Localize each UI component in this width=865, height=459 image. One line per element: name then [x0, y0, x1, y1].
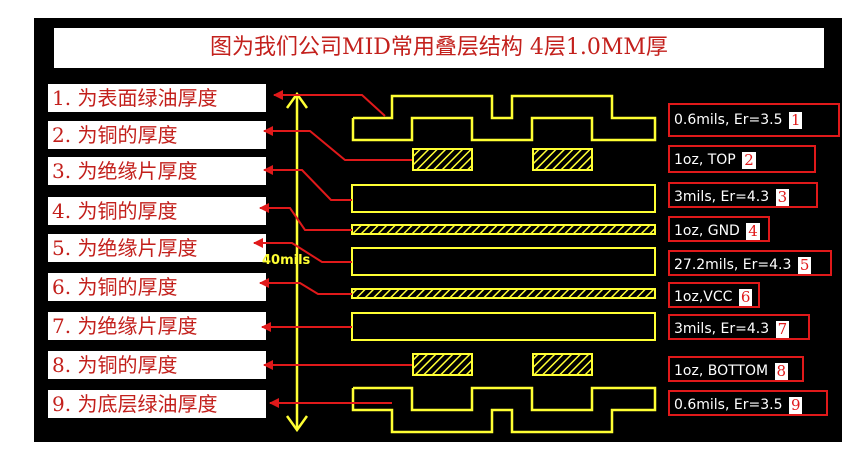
- right-label-9-text: 0.6mils, Er=3.5: [674, 397, 783, 413]
- right-label-2-num: 2: [742, 150, 756, 169]
- left-label-4: 4. 为铜的厚度: [48, 197, 266, 225]
- bottom-soldermask-layer: [351, 386, 657, 434]
- leader-arrow-3: [263, 165, 352, 201]
- leader-arrow-4: [259, 203, 352, 231]
- leader-arrows: [253, 90, 412, 408]
- right-label-1-num: 1: [788, 110, 803, 129]
- left-label-2: 2. 为铜的厚度: [48, 121, 266, 149]
- dielectric-layer-3: [351, 312, 656, 341]
- leader-arrow-6: [259, 278, 352, 295]
- right-label-5-text: 27.2mils, Er=4.3: [674, 257, 792, 273]
- thickness-arrow: [285, 91, 309, 433]
- left-label-1: 1. 为表面绿油厚度: [48, 84, 266, 112]
- title-box: [54, 28, 824, 68]
- right-label-6: 1oz,VCC 6: [668, 282, 760, 308]
- right-label-3-num: 3: [775, 187, 790, 206]
- dielectric-layer-2: [351, 247, 656, 276]
- right-label-6-num: 6: [738, 287, 753, 306]
- left-label-5: 5. 为绝缘片厚度: [48, 234, 266, 262]
- dielectric-layer-1: [351, 184, 656, 213]
- vcc-copper-layer: [351, 288, 656, 299]
- bottom-copper-pad-1: [412, 353, 473, 376]
- top-copper-pad-1: [412, 148, 473, 171]
- right-label-3-text: 3mils, Er=4.3: [674, 189, 770, 205]
- left-label-8: 8. 为铜的厚度: [48, 351, 266, 379]
- right-label-4-num: 4: [746, 221, 760, 240]
- right-label-2: 1oz, TOP 2: [668, 145, 816, 173]
- right-label-8: 1oz, BOTTOM 8: [668, 356, 804, 382]
- right-label-6-text: 1oz,VCC: [674, 289, 733, 305]
- right-label-8-num: 8: [774, 361, 789, 380]
- gnd-copper-layer: [351, 224, 656, 235]
- right-label-1-text: 0.6mils, Er=3.5: [674, 112, 783, 128]
- top-soldermask-layer: [351, 94, 657, 142]
- left-label-7: 7. 为绝缘片厚度: [48, 312, 266, 340]
- left-label-3: 3. 为绝缘片厚度: [48, 157, 266, 185]
- right-label-3: 3mils, Er=4.3 3: [668, 182, 818, 208]
- right-label-7: 3mils, Er=4.3 7: [668, 314, 810, 340]
- right-label-5-num: 5: [797, 255, 812, 274]
- right-label-9: 0.6mils, Er=3.5 9: [668, 390, 828, 416]
- right-label-2-text: 1oz, TOP: [674, 152, 736, 168]
- diagram-title: 图为我们公司MID常用叠层结构 4层1.0MM厚: [210, 35, 668, 60]
- right-label-4: 1oz, GND 4: [668, 216, 770, 242]
- right-label-7-num: 7: [775, 319, 790, 338]
- right-label-4-text: 1oz, GND: [674, 223, 740, 239]
- right-label-5: 27.2mils, Er=4.3 5: [668, 250, 832, 276]
- leader-arrow-5: [253, 238, 352, 263]
- right-label-9-num: 9: [788, 395, 803, 414]
- left-label-6: 6. 为铜的厚度: [48, 273, 266, 301]
- left-label-9: 9. 为底层绿油厚度: [48, 390, 266, 418]
- right-label-7-text: 3mils, Er=4.3: [674, 321, 770, 337]
- top-copper-pad-2: [532, 148, 593, 171]
- right-label-1: 0.6mils, Er=3.5 1: [668, 103, 840, 137]
- leader-arrow-1: [273, 90, 386, 117]
- leader-arrow-2: [263, 126, 412, 161]
- right-label-8-text: 1oz, BOTTOM: [674, 363, 769, 379]
- bottom-copper-pad-2: [532, 353, 593, 376]
